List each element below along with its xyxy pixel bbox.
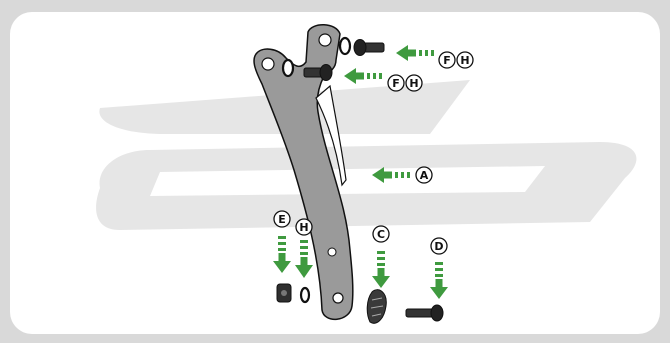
svg-text:H: H <box>409 77 418 90</box>
background-swoosh-icon <box>96 80 637 230</box>
svg-text:F: F <box>392 77 400 90</box>
label-top-right-f: F <box>438 51 456 69</box>
nut-part <box>276 283 292 303</box>
arrow-bottom-e-icon <box>273 236 291 273</box>
bottom-washer-part <box>299 286 311 304</box>
bracket-mid-hole <box>327 247 337 257</box>
top-washer-part <box>338 36 352 56</box>
top-bolt-part <box>353 39 385 56</box>
clip-part <box>366 289 387 324</box>
label-mid-f: F <box>387 74 405 92</box>
bracket-left-hole <box>261 57 275 71</box>
label-bottom-c: C <box>372 225 390 243</box>
svg-text:E: E <box>278 213 286 226</box>
label-bottom-h: H <box>295 218 313 236</box>
bracket-bottom-hole <box>332 292 344 304</box>
svg-text:C: C <box>377 228 385 241</box>
svg-text:H: H <box>299 221 308 234</box>
bracket-part <box>253 24 354 320</box>
label-side-a: A <box>415 166 433 184</box>
svg-text:H: H <box>460 54 469 67</box>
svg-text:D: D <box>434 240 443 253</box>
svg-text:A: A <box>420 169 429 182</box>
label-bottom-e: E <box>273 210 291 228</box>
svg-text:F: F <box>443 54 451 67</box>
bracket-top-hole <box>318 33 332 47</box>
mid-bolt-part <box>303 64 333 81</box>
arrow-mid-icon <box>344 68 382 84</box>
bottom-bolt-part <box>405 304 444 322</box>
mid-washer-part <box>281 58 295 78</box>
arrow-top-right-icon <box>396 45 434 61</box>
arrow-bottom-d-icon <box>430 262 448 299</box>
label-mid-h: H <box>405 74 423 92</box>
label-top-right-h: H <box>456 51 474 69</box>
arrow-bottom-h-icon <box>295 240 313 278</box>
label-bottom-d: D <box>430 237 448 255</box>
arrow-side-icon <box>372 167 410 183</box>
arrow-bottom-c-icon <box>372 251 390 288</box>
